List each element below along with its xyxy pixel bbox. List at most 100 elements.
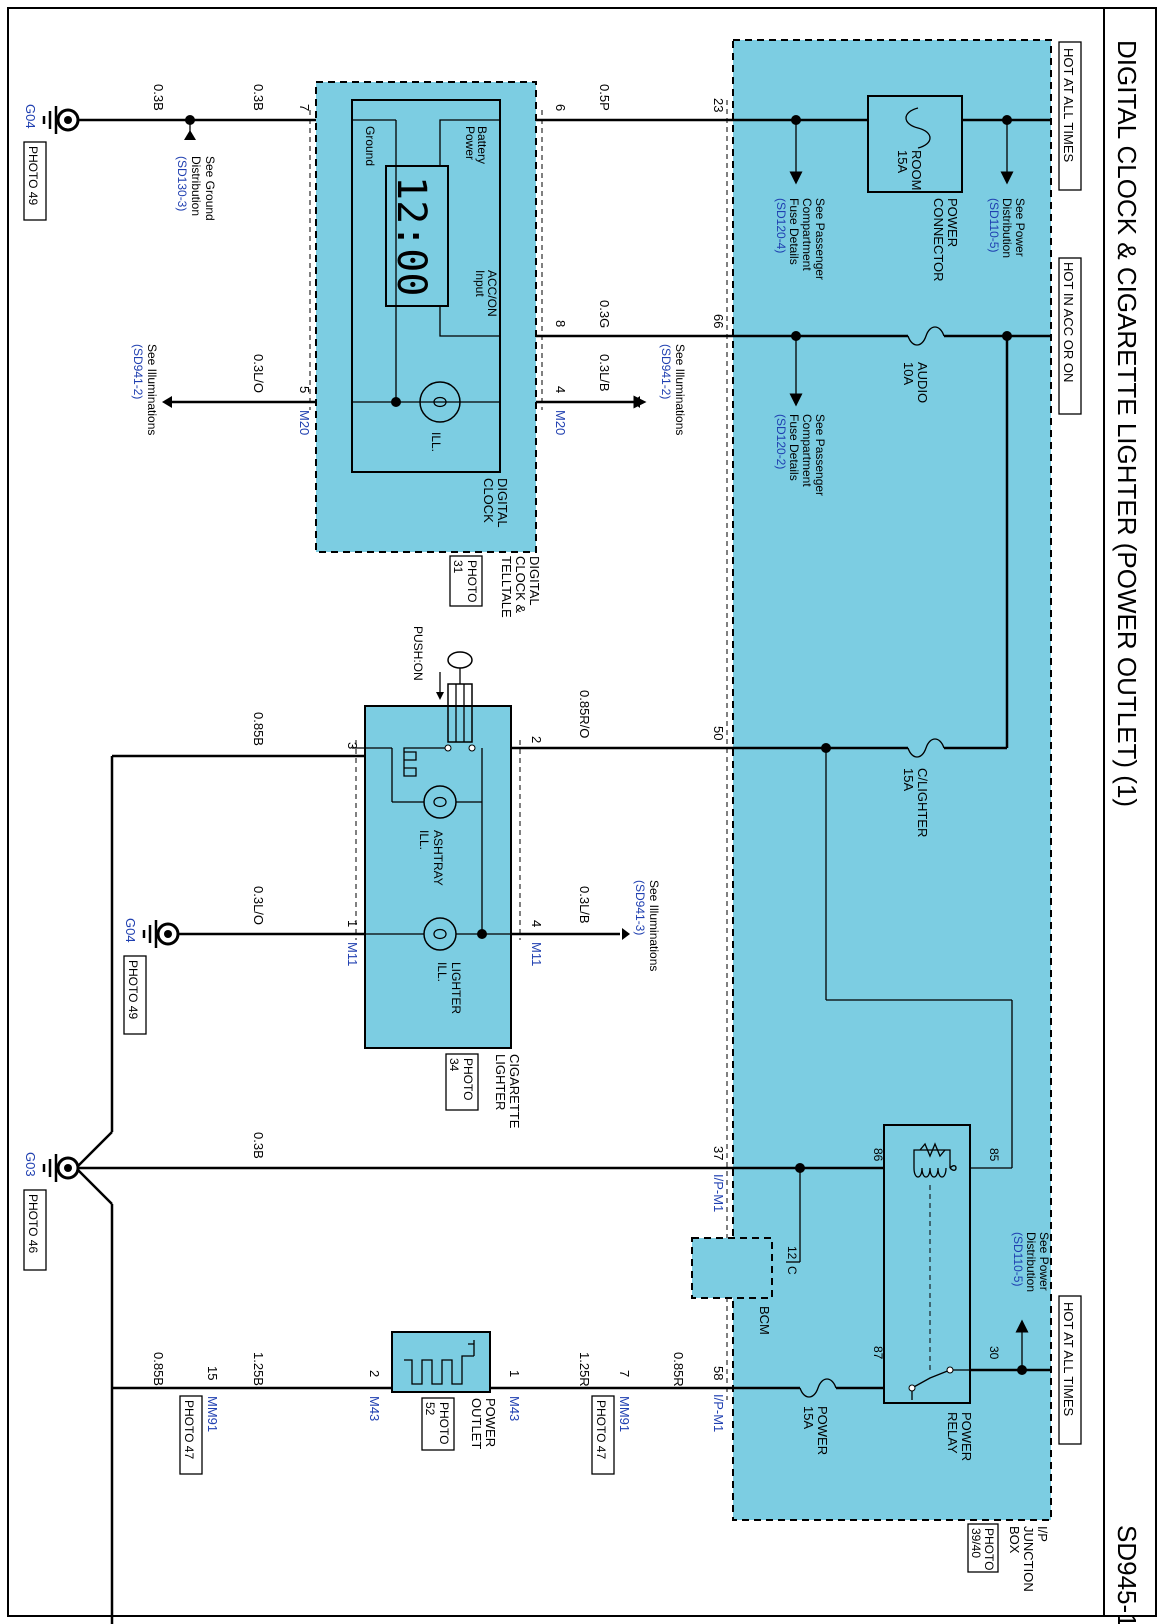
svg-text:(SD130-3): (SD130-3) — [175, 156, 189, 211]
ref-illuminations-1: See Illuminations (SD941-2) — [659, 344, 687, 435]
svg-text:Ground: Ground — [363, 126, 377, 166]
svg-text:Compartment: Compartment — [800, 414, 814, 487]
connector-m11-a: M11 — [529, 942, 544, 966]
clock-display — [385, 165, 449, 307]
svg-text:HOT AT ALL TIMES: HOT AT ALL TIMES — [1061, 48, 1076, 162]
connector-m43-b: M43 — [367, 1396, 382, 1421]
svg-text:POWER: POWER — [483, 1398, 498, 1447]
ref-illuminations-3: See Illuminations (SD941-3) — [633, 880, 661, 971]
svg-text:DIGITAL: DIGITAL — [527, 556, 542, 606]
svg-text:CLOCK &: CLOCK & — [513, 556, 528, 613]
wire-label: 0.3L/O — [251, 886, 266, 925]
svg-text:(SD110-5): (SD110-5) — [1011, 1232, 1025, 1286]
connector-mm91-b: 15 MM91 PHOTO 47 — [179, 1366, 220, 1475]
svg-text:ILL.: ILL. — [417, 830, 431, 850]
push-button-icon — [436, 651, 473, 743]
svg-text:G04: G04 — [23, 104, 38, 129]
svg-text:See Passenger: See Passenger — [813, 414, 827, 496]
svg-text:See Illuminations: See Illuminations — [673, 344, 687, 435]
connector-m20-b: M20 — [297, 410, 312, 435]
wire-label: 0.85B — [151, 1352, 166, 1386]
svg-text:See Illuminations: See Illuminations — [647, 880, 661, 971]
svg-text:31: 31 — [451, 560, 465, 574]
svg-text:BOX: BOX — [1007, 1526, 1022, 1554]
power-relay — [883, 1124, 971, 1404]
ground-g03: G03 PHOTO 46 — [23, 1152, 80, 1271]
bcm-module: BCM 12 C — [691, 1237, 799, 1335]
relay-pin-85: 85 — [987, 1148, 1001, 1162]
svg-text:(SD120-4): (SD120-4) — [774, 198, 788, 253]
cigarette-lighter-label: CIGARETTE LIGHTER PHOTO 34 — [445, 1053, 522, 1129]
svg-text:(SD110-5): (SD110-5) — [987, 198, 1001, 252]
svg-text:ILL.: ILL. — [435, 962, 449, 982]
svg-text:(SD941-2): (SD941-2) — [659, 344, 673, 399]
svg-text:Distribution: Distribution — [189, 156, 203, 216]
svg-text:ASHTRAY: ASHTRAY — [431, 830, 445, 886]
svg-text:MM91: MM91 — [205, 1396, 220, 1432]
svg-text:PHOTO: PHOTO — [465, 560, 479, 602]
svg-text:C: C — [785, 1266, 799, 1275]
ref-power-distribution-bottom: See Power Distribution (SD110-5) — [1011, 1232, 1051, 1292]
jb-pin-23: 23 — [711, 98, 726, 112]
room-fuse-label: ROOM — [909, 150, 924, 190]
ground-g04-mid: G04 PHOTO 49 — [123, 918, 180, 1035]
svg-text:CIGARETTE: CIGARETTE — [507, 1054, 522, 1129]
connector-m11-b: M11 — [345, 942, 360, 966]
rail-hot-acc: HOT IN ACC OR ON — [1058, 257, 1082, 415]
wire-label: 0.85B — [251, 712, 266, 746]
svg-text:15A: 15A — [895, 150, 910, 173]
svg-text:See Passenger: See Passenger — [813, 198, 827, 280]
svg-text:See Power: See Power — [1037, 1232, 1051, 1291]
svg-text:See Illuminations: See Illuminations — [145, 344, 159, 435]
svg-text:JUNCTION: JUNCTION — [1021, 1526, 1036, 1592]
ip-junction-box — [732, 39, 1052, 1521]
ref-power-distribution-top: See Power Distribution (SD110-5) — [987, 198, 1027, 258]
jb-pin-66: 66 — [711, 314, 726, 328]
svg-text:TELLTALE: TELLTALE — [499, 556, 514, 618]
svg-text:ACC/ON: ACC/ON — [485, 270, 499, 317]
svg-text:PHOTO 49: PHOTO 49 — [126, 960, 140, 1019]
svg-text:3: 3 — [345, 742, 360, 749]
page-code: SD945-1 — [1112, 1525, 1142, 1624]
svg-text:PHOTO: PHOTO — [437, 1402, 451, 1444]
svg-text:Input: Input — [473, 270, 487, 297]
wire-label: 0.3B — [251, 1132, 266, 1159]
svg-text:1: 1 — [507, 1370, 522, 1377]
svg-text:39/40: 39/40 — [969, 1528, 983, 1558]
svg-text:RELAY: RELAY — [945, 1412, 960, 1454]
page-title: DIGITAL CLOCK & CIGARETTE LIGHTER (POWER… — [1112, 40, 1142, 807]
svg-text:PHOTO 47: PHOTO 47 — [182, 1400, 196, 1459]
page-frame — [7, 7, 1157, 1617]
svg-text:PHOTO: PHOTO — [982, 1528, 996, 1570]
svg-text:Distribution: Distribution — [1000, 198, 1014, 258]
cigarette-lighter — [364, 705, 512, 1049]
power-fuse-label: POWER — [815, 1406, 830, 1455]
svg-text:4: 4 — [529, 920, 544, 927]
svg-text:I/P: I/P — [1035, 1526, 1050, 1542]
power-connector-label: POWER — [945, 198, 960, 247]
svg-text:PHOTO 46: PHOTO 46 — [26, 1194, 40, 1253]
svg-text:LIGHTER: LIGHTER — [449, 962, 463, 1014]
relay-pin-86: 86 — [871, 1148, 885, 1162]
svg-text:PHOTO 49: PHOTO 49 — [26, 146, 40, 205]
svg-text:(SD120-2): (SD120-2) — [774, 414, 788, 469]
wire-label: 0.3L/B — [577, 886, 592, 924]
svg-text:OUTLET: OUTLET — [469, 1398, 484, 1449]
wire-label: 0.3B — [251, 84, 266, 111]
svg-text:52: 52 — [423, 1402, 437, 1416]
digital-clock-name: DIGITAL — [495, 478, 510, 528]
ground-g04-top: G04 PHOTO 49 — [23, 104, 80, 221]
audio-fuse-label: AUDIO — [915, 362, 930, 403]
wire-label: 0.85R/O — [577, 690, 592, 738]
jb-pin-37: 37 — [711, 1146, 726, 1160]
svg-text:G03: G03 — [23, 1152, 38, 1177]
connector-ipm1-a: I/P-M1 — [711, 1174, 726, 1212]
svg-text:G04: G04 — [123, 918, 138, 943]
svg-text:Distribution: Distribution — [1024, 1232, 1038, 1292]
svg-text:1: 1 — [345, 920, 360, 927]
svg-text:Fuse Details: Fuse Details — [787, 198, 801, 265]
svg-text:6: 6 — [553, 104, 568, 111]
svg-text:HOT AT ALL TIMES: HOT AT ALL TIMES — [1061, 1302, 1076, 1416]
svg-text:CLOCK: CLOCK — [481, 478, 496, 523]
